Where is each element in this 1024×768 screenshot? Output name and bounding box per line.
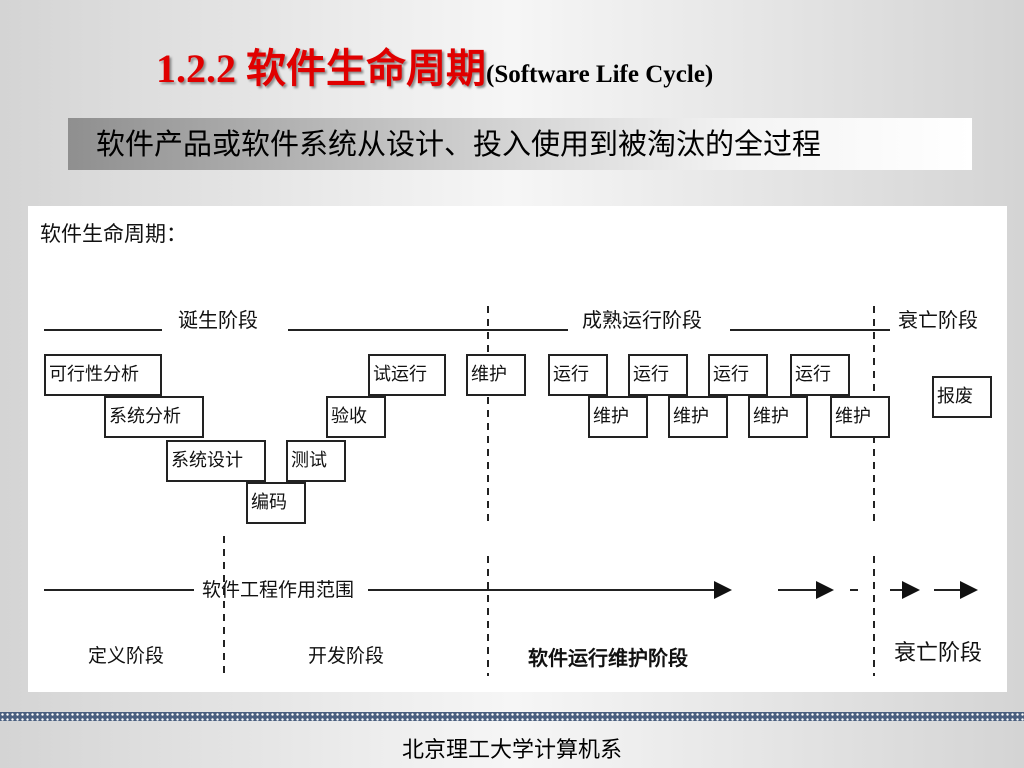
footer-institution: 北京理工大学计算机系 bbox=[401, 738, 622, 763]
lifecycle-diagram: 软件生命周期： 诞生阶段 成熟运行阶段 衰亡阶段 可行性分析 系统分析 系统设计… bbox=[28, 206, 1007, 692]
scope-arrowhead-3 bbox=[902, 581, 920, 599]
scope-arrowhead-1 bbox=[714, 581, 732, 599]
box-run-3: 运行 bbox=[708, 354, 768, 396]
box-coding: 编码 bbox=[246, 482, 306, 524]
bottom-label-decline: 衰亡阶段 bbox=[894, 641, 983, 666]
footer-divider-band bbox=[0, 712, 1024, 721]
box-maintain-1: 维护 bbox=[588, 396, 648, 438]
slide-title: 1.2.2 软件生命周期(Software Life Cycle) bbox=[156, 36, 713, 94]
box-run-1: 运行 bbox=[548, 354, 608, 396]
box-maintain-3: 维护 bbox=[748, 396, 808, 438]
slide-title-main: 1.2.2 软件生命周期 bbox=[156, 46, 486, 91]
slide-subtitle: 软件产品或软件系统从设计、投入使用到被淘汰的全过程 bbox=[68, 118, 972, 170]
box-feasibility-analysis: 可行性分析 bbox=[44, 354, 162, 396]
box-maintain-4: 维护 bbox=[830, 396, 890, 438]
box-run-4: 运行 bbox=[790, 354, 850, 396]
diagram-title: 软件生命周期： bbox=[40, 222, 187, 246]
scope-label: 软件工程作用范围 bbox=[202, 579, 355, 601]
phase-label-decline: 衰亡阶段 bbox=[898, 308, 978, 332]
box-maintain-first: 维护 bbox=[466, 354, 526, 396]
box-retire: 报废 bbox=[932, 376, 992, 418]
box-trial-run: 试运行 bbox=[368, 354, 446, 396]
box-acceptance: 验收 bbox=[326, 396, 386, 438]
box-system-design: 系统设计 bbox=[166, 440, 266, 482]
bottom-label-definition: 定义阶段 bbox=[88, 645, 165, 667]
box-testing: 测试 bbox=[286, 440, 346, 482]
bottom-label-development: 开发阶段 bbox=[308, 645, 385, 667]
slide-title-english: (Software Life Cycle) bbox=[486, 61, 714, 88]
box-run-2: 运行 bbox=[628, 354, 688, 396]
box-maintain-2: 维护 bbox=[668, 396, 728, 438]
scope-arrowhead-4 bbox=[960, 581, 978, 599]
phase-label-birth: 诞生阶段 bbox=[178, 308, 258, 332]
bottom-label-operation: 软件运行维护阶段 bbox=[528, 646, 688, 670]
box-system-analysis: 系统分析 bbox=[104, 396, 204, 438]
scope-arrowhead-2 bbox=[816, 581, 834, 599]
phase-label-mature: 成熟运行阶段 bbox=[582, 308, 702, 332]
